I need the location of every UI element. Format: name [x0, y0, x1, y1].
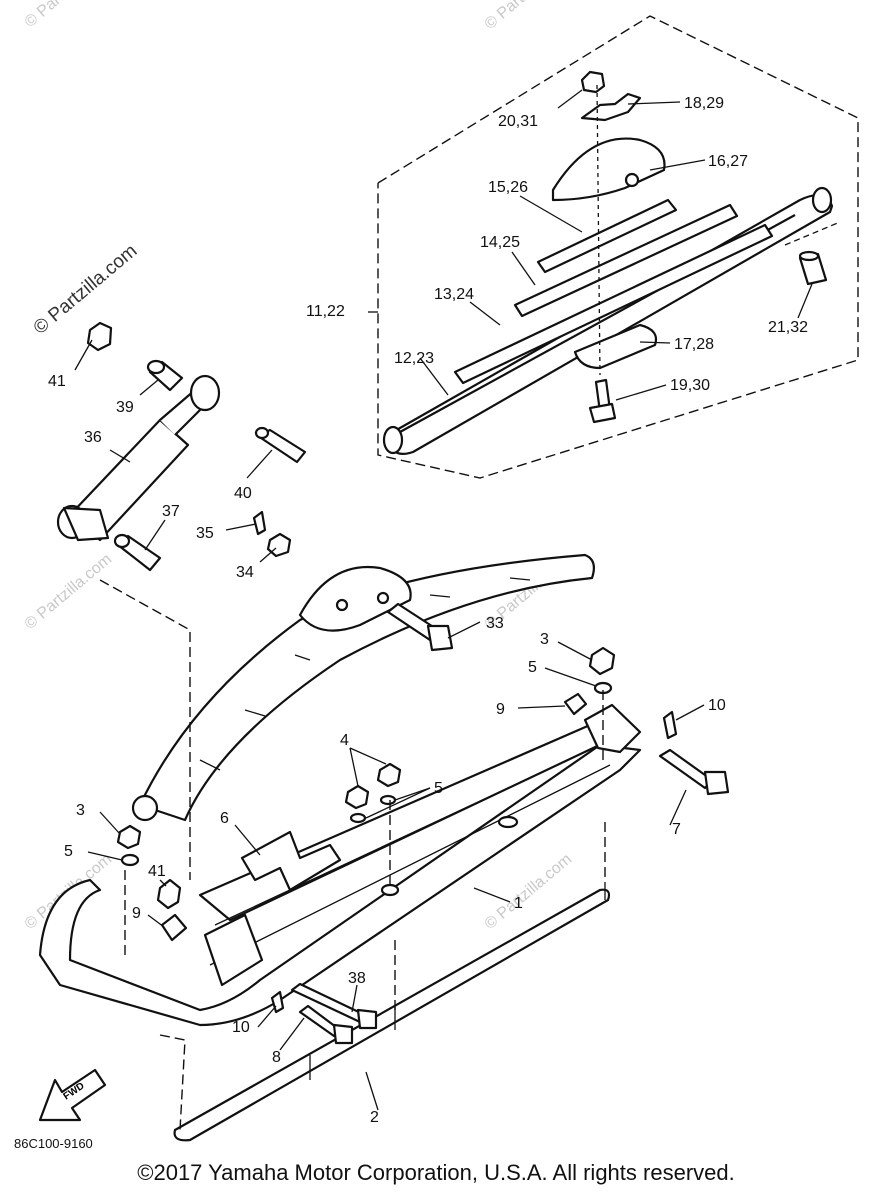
callout-20-31: 20,31 — [498, 113, 538, 130]
callout-6: 6 — [220, 810, 229, 827]
callout-41-low: 41 — [148, 863, 166, 880]
callout-21-32: 21,32 — [768, 319, 808, 336]
callout-1: 1 — [514, 895, 523, 912]
callout-9-left: 9 — [132, 905, 141, 922]
washer-5-mid-b — [379, 794, 397, 806]
nut-3-right — [588, 646, 616, 676]
callout-37: 37 — [162, 503, 180, 520]
nuts-4 — [344, 762, 402, 810]
callout-2: 2 — [370, 1109, 379, 1126]
nut-41-low — [156, 878, 182, 910]
spring-clamp-seat — [551, 137, 666, 202]
bolt-33 — [386, 602, 454, 652]
callout-5-right: 5 — [528, 659, 537, 676]
washer-5-mid-a — [349, 812, 367, 824]
callout-15-26: 15,26 — [488, 179, 528, 196]
callout-36: 36 — [84, 429, 102, 446]
collar-37 — [113, 533, 162, 572]
callout-12-23: 12,23 — [394, 350, 434, 367]
callout-3-left: 3 — [76, 802, 85, 819]
washer-5-left — [120, 853, 140, 867]
leaf-spring-exploded — [382, 186, 834, 455]
watermark-main: © Partzilla.com — [30, 240, 142, 338]
callout-3-right: 3 — [540, 631, 549, 648]
callout-10-right: 10 — [708, 697, 726, 714]
callout-13-24: 13,24 — [434, 286, 474, 303]
callout-4: 4 — [340, 732, 349, 749]
bolt-8 — [298, 1004, 354, 1045]
exploded-view-boundary — [377, 15, 859, 479]
bushing-part — [798, 250, 828, 286]
callout-7: 7 — [672, 821, 681, 838]
callout-38: 38 — [348, 970, 366, 987]
ski-runner — [173, 888, 611, 1142]
ski-front-bracket — [203, 913, 264, 987]
copyright-notice: ©2017 Yamaha Motor Corporation, U.S.A. A… — [137, 1160, 735, 1185]
callout-9-right: 9 — [496, 701, 505, 718]
pin-35 — [252, 510, 267, 536]
callout-35: 35 — [196, 525, 214, 542]
nut-3-left — [116, 824, 142, 850]
bolt-7 — [658, 748, 730, 796]
spring-seat-installed — [298, 565, 412, 632]
callout-34: 34 — [236, 564, 254, 581]
callout-10-low: 10 — [232, 1019, 250, 1036]
diagram-code: 86C100-9160 — [14, 1136, 93, 1151]
callout-5-left: 5 — [64, 843, 73, 860]
callout-19-30: 19,30 — [670, 377, 710, 394]
collar-9-right — [563, 692, 588, 716]
callout-16-27: 16,27 — [708, 153, 748, 170]
washer-mid-low — [380, 883, 400, 897]
assembly-axis — [596, 84, 601, 376]
callout-8: 8 — [272, 1049, 281, 1066]
collar-9-left — [160, 913, 188, 942]
forward-arrow-icon: FWD — [38, 1068, 107, 1122]
callout-33: 33 — [486, 615, 504, 632]
ski-plug — [497, 815, 519, 829]
callout-17-28: 17,28 — [674, 336, 714, 353]
pin-10-right — [662, 710, 678, 740]
alignment-line — [159, 1034, 186, 1131]
spring-lower-plate — [573, 323, 658, 370]
ski-rear-bracket — [583, 703, 642, 754]
callout-40: 40 — [234, 485, 252, 502]
nut-part — [580, 70, 606, 94]
callout-39: 39 — [116, 399, 134, 416]
nut-41-top — [86, 321, 113, 352]
bolt-part — [588, 378, 617, 424]
shock-absorber — [56, 374, 221, 542]
callout-18-29: 18,29 — [684, 95, 724, 112]
bolt-38 — [290, 982, 378, 1030]
watermark-faint-2: © Partzilla.com — [482, 0, 576, 33]
callout-11-22: 11,22 — [306, 303, 345, 320]
leader-lines — [74, 89, 813, 1111]
callout-14-25: 14,25 — [480, 234, 520, 251]
callout-5-mid: 5 — [434, 780, 443, 797]
bolt-40 — [254, 426, 307, 464]
callout-41-top: 41 — [48, 373, 66, 390]
collar-39 — [146, 359, 184, 392]
watermark-faint-3: © Partzilla.com — [22, 551, 116, 633]
spring-clip — [580, 92, 642, 122]
watermark-faint-1: © Partzilla.com — [22, 0, 116, 31]
bracket-6 — [240, 830, 342, 892]
shock-mount-path — [99, 579, 191, 880]
